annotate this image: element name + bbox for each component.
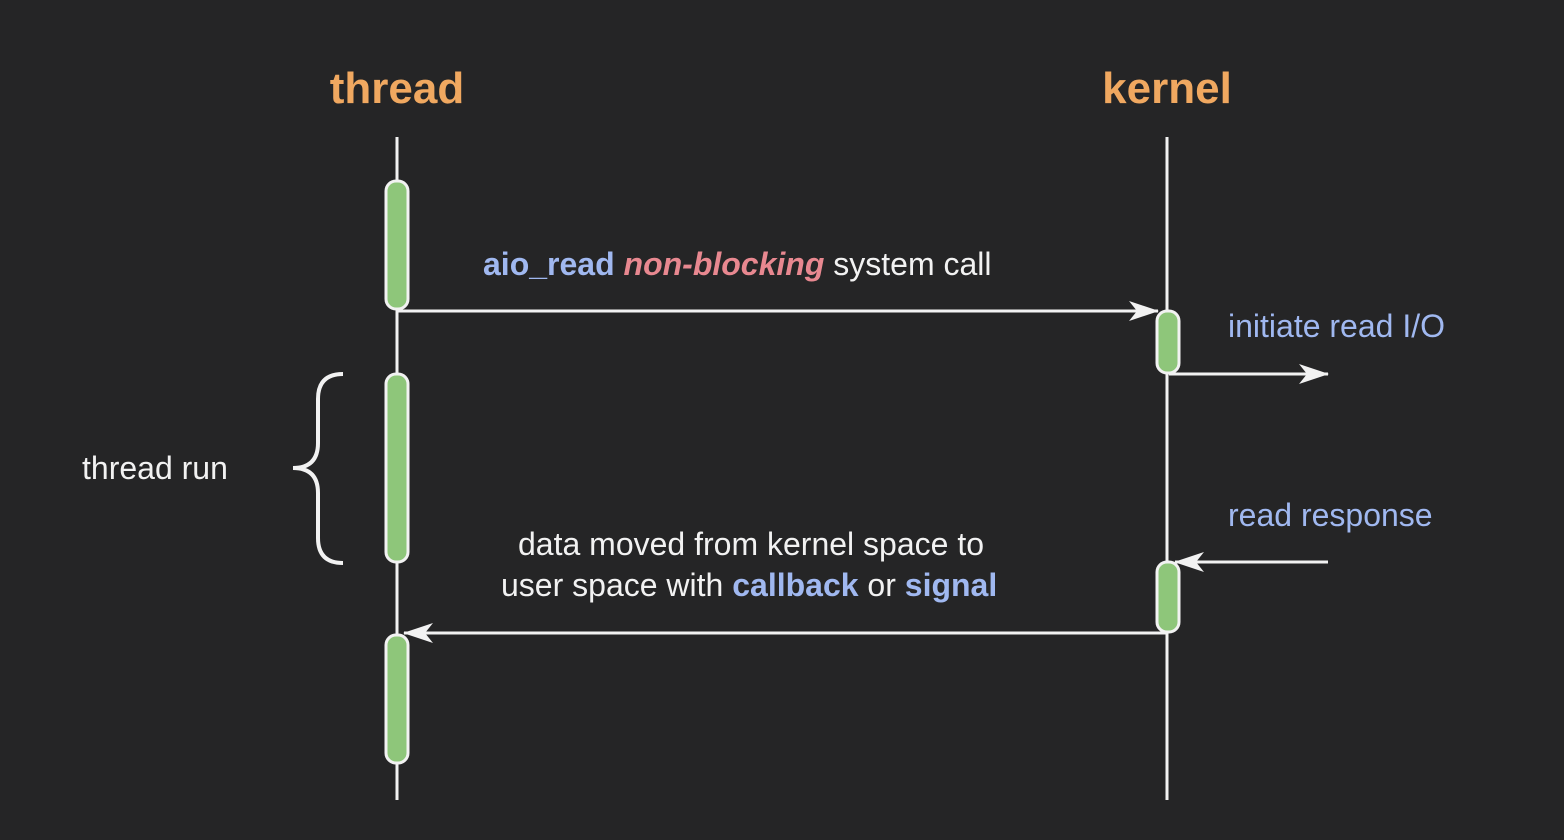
callback-line2-prefix: user space with [501, 567, 724, 603]
callback-keyword: callback [732, 567, 859, 603]
thread-activation-bar-2 [384, 372, 410, 564]
kernel-activation-bar-1 [1155, 309, 1181, 375]
thread-activation-bar-1 [384, 179, 410, 311]
thread-activation-bar-3 [384, 633, 410, 765]
non-blocking-mode: non-blocking [623, 246, 825, 282]
callback-label-line2: user space with callback or signal [501, 566, 997, 605]
signal-keyword: signal [904, 567, 998, 603]
initiate-read-label: initiate read I/O [1228, 308, 1445, 344]
read-response-label: read response [1228, 497, 1433, 533]
callback-label-line1: data moved from kernel space to [518, 526, 985, 562]
kernel-activation-bar-2 [1155, 560, 1181, 634]
thread-run-brace [292, 372, 344, 565]
thread-run-label: thread run [82, 450, 228, 486]
syscall-rest-text: system call [833, 246, 992, 282]
thread-participant-title: thread [329, 64, 465, 113]
kernel-participant-title: kernel [1102, 64, 1232, 113]
or-text: or [867, 567, 896, 603]
syscall-label: aio_read non-blocking system call [483, 245, 992, 284]
aio-read-function: aio_read [483, 246, 615, 282]
